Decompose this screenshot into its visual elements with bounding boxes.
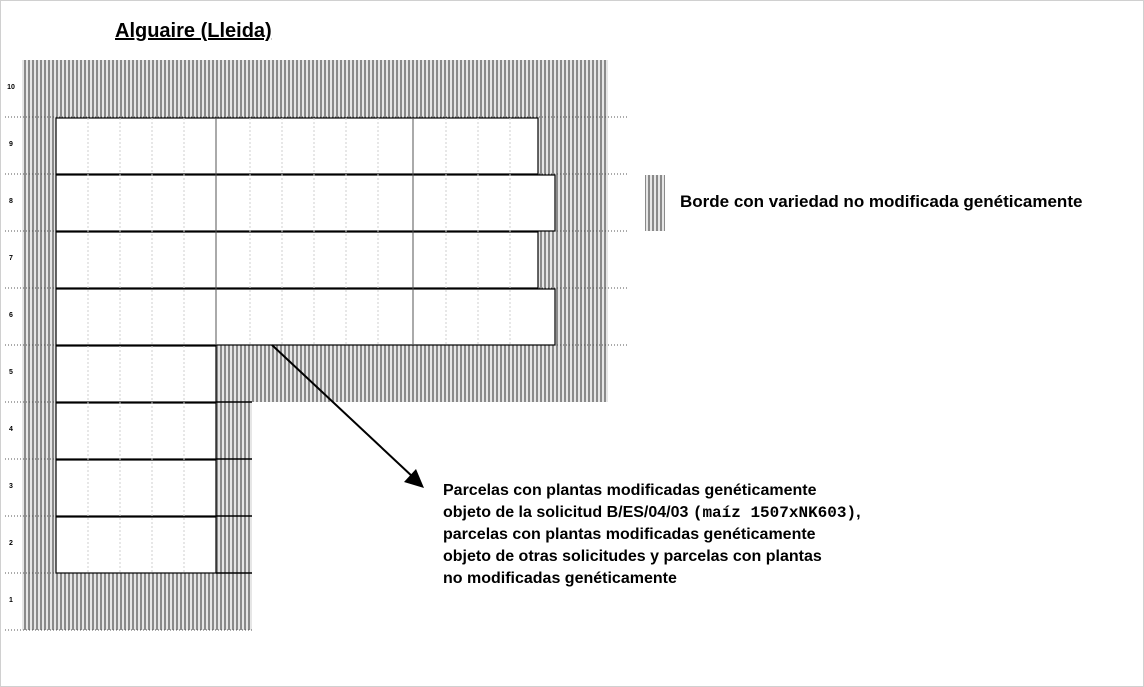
plot-row-8 bbox=[55, 174, 556, 232]
plot-row-9 bbox=[55, 117, 539, 175]
row-label-5: 5 bbox=[9, 369, 13, 376]
row-label-9: 9 bbox=[9, 141, 13, 148]
row-label-3: 3 bbox=[9, 483, 13, 490]
plots-note: Parcelas con plantas modificadas genétic… bbox=[443, 480, 861, 590]
plot-row-5 bbox=[55, 345, 217, 403]
row-label-2: 2 bbox=[9, 540, 13, 547]
pointer-arrow bbox=[271, 344, 424, 488]
legend-label: Borde con variedad no modificada genétic… bbox=[680, 192, 1083, 211]
note-line-5: no modificadas genéticamente bbox=[443, 570, 677, 587]
note-line-2-prefix: objeto de la solicitud B/ES/04/03 bbox=[443, 504, 693, 521]
note-line-2-code: (maíz 1507xNK603) bbox=[692, 504, 857, 522]
note-line-2-suffix: , bbox=[856, 504, 861, 521]
row-label-4: 4 bbox=[9, 426, 13, 433]
legend-swatch bbox=[645, 175, 665, 231]
note-line-3: parcelas con plantas modificadas genétic… bbox=[443, 526, 816, 543]
plot-row-2 bbox=[55, 516, 217, 574]
row-label-10: 10 bbox=[7, 84, 15, 91]
plot-row-4 bbox=[55, 402, 217, 460]
row-label-7: 7 bbox=[9, 255, 13, 262]
page-title: Alguaire (Lleida) bbox=[115, 20, 272, 42]
plot-row-7 bbox=[55, 231, 539, 289]
plot-row-6 bbox=[55, 288, 556, 346]
row-label-8: 8 bbox=[9, 198, 13, 205]
note-line-1: Parcelas con plantas modificadas genétic… bbox=[443, 482, 817, 499]
row-label-6: 6 bbox=[9, 312, 13, 319]
plots bbox=[55, 117, 556, 574]
row-label-1: 1 bbox=[9, 597, 13, 604]
note-line-4: objeto de otras solicitudes y parcelas c… bbox=[443, 548, 822, 565]
plot-row-3 bbox=[55, 459, 217, 517]
note-line-2: objeto de la solicitud B/ES/04/03 (maíz … bbox=[443, 502, 861, 524]
